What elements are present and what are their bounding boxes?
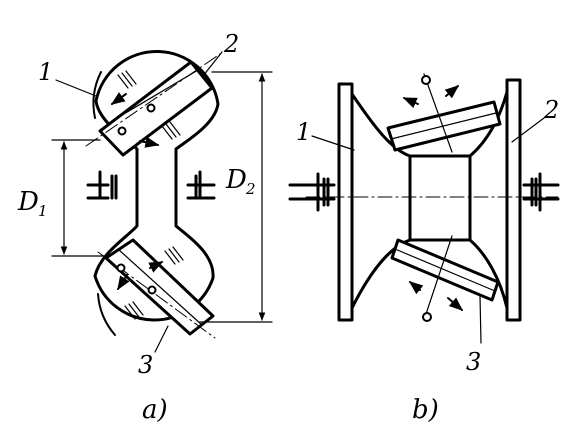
pivot-point	[116, 263, 126, 273]
bearing-block-upper	[386, 100, 502, 158]
flange-left	[337, 82, 354, 322]
shaft-axis-right	[186, 170, 216, 200]
caption-b: b)	[412, 395, 439, 425]
pivot-point	[147, 285, 157, 295]
pivot-point	[117, 126, 127, 136]
bearing-block-bottom	[97, 238, 216, 339]
shaft-symbol-right	[522, 172, 560, 212]
callout-b-2: 2	[543, 96, 559, 124]
collar-arc-bottom	[97, 293, 116, 336]
dimension-d1-subscript: 1	[38, 202, 48, 220]
dimension-d2: D 2	[199, 71, 273, 323]
tilt-axis-top	[402, 73, 460, 153]
pivot-point	[421, 75, 431, 85]
collar-arc-top	[92, 71, 102, 119]
caption-a: a)	[142, 395, 168, 425]
pivot-point	[422, 312, 432, 322]
callout-a-1: 1	[38, 58, 53, 86]
dimension-d1-letter: D	[17, 187, 39, 217]
figure-a: D 1 D 2 1 2 3 a)	[17, 30, 273, 425]
flange-right	[505, 78, 522, 322]
bearing-block-lower	[390, 238, 500, 302]
roll-b-profile	[350, 92, 412, 310]
dimension-d1: D 1	[17, 139, 111, 257]
dimension-d2-letter: D	[225, 165, 247, 195]
pivot-point	[146, 103, 156, 113]
tilt-axis-bottom	[408, 235, 464, 322]
bearing-block-top	[85, 53, 221, 157]
figure-b: 1 2 3 b)	[288, 73, 560, 425]
roll-a-profile	[93, 50, 220, 322]
dimension-d2-subscript: 2	[245, 180, 256, 198]
callout-a-2: 2	[223, 30, 239, 58]
callout-b-3: 3	[466, 348, 481, 376]
shaft-symbol-left	[288, 172, 336, 212]
shaft-axis-left	[86, 170, 118, 200]
callout-a-3: 3	[138, 351, 153, 379]
callout-b-1: 1	[296, 118, 311, 146]
